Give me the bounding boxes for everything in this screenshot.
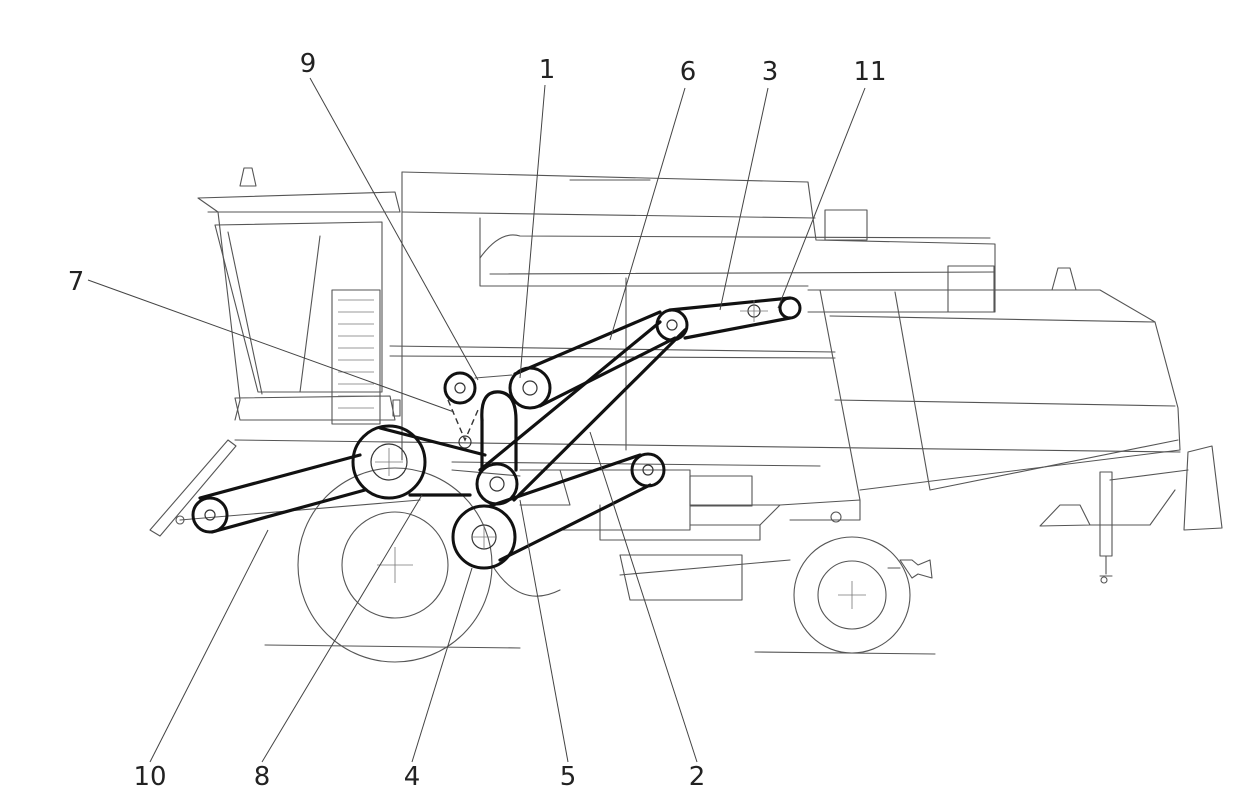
leader-4 — [411, 567, 473, 763]
callout-5: 5 — [560, 762, 577, 792]
leader-6 — [609, 87, 686, 341]
callout-3: 3 — [762, 57, 779, 87]
belt-10-header-drive — [191, 453, 367, 534]
callout-2: 2 — [689, 762, 706, 792]
callout-6: 6 — [680, 57, 697, 87]
callout-1: 1 — [539, 55, 556, 85]
callout-7: 7 — [68, 267, 85, 297]
lower-frame — [234, 439, 1181, 601]
cab — [197, 167, 401, 425]
rear-body — [807, 267, 1223, 584]
leader-3 — [719, 87, 769, 311]
front-wheel — [264, 467, 561, 663]
belt-8-main-drive — [351, 424, 487, 500]
belt-drives — [191, 296, 802, 570]
leader-5 — [519, 499, 569, 763]
belt-4-lower-drive — [451, 452, 666, 570]
leader-7 — [87, 279, 455, 413]
leader-10 — [149, 529, 269, 763]
callout-labels: 1 2 3 4 5 6 7 8 9 10 11 — [68, 49, 887, 792]
callout-4: 4 — [404, 762, 421, 792]
callout-10: 10 — [133, 762, 166, 792]
leader-lines — [87, 77, 866, 763]
belt-3-top-drive — [668, 296, 802, 340]
belt-9-idler — [443, 371, 513, 449]
machine-outline — [149, 167, 1223, 663]
leader-9 — [309, 77, 479, 381]
belt-6-upper-drive — [508, 308, 689, 410]
rear-wheel — [754, 536, 936, 655]
leader-11 — [777, 87, 866, 309]
leader-2 — [589, 431, 698, 763]
callout-9: 9 — [300, 49, 317, 79]
leader-1 — [519, 84, 546, 379]
header — [149, 439, 421, 537]
belt-2-central-drive — [475, 320, 687, 506]
leader-8 — [261, 494, 423, 763]
callout-8: 8 — [254, 762, 271, 792]
callout-11: 11 — [853, 57, 886, 87]
